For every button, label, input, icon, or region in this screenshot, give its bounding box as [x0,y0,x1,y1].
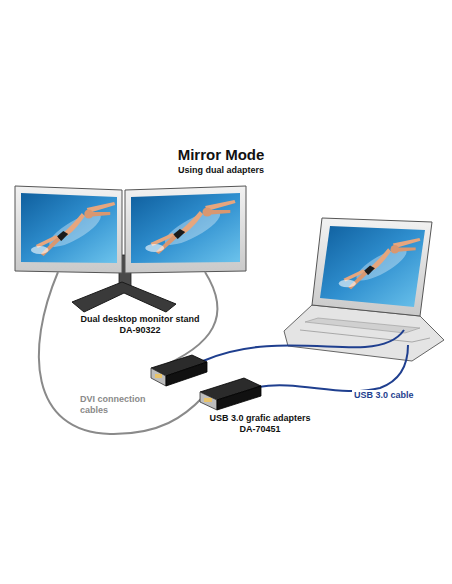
adapter-port-face [151,368,166,386]
part-label: Dual desktop monitor stand [78,314,201,325]
dvi-port [204,398,212,402]
laptop-screen [320,226,425,307]
cable-label: DVI connection cables [78,394,156,416]
part-label: USB 3.0 grafic adapters [207,413,312,424]
adapter-side [166,362,207,386]
laptop-lid [312,218,432,316]
swimmer-image [31,202,115,256]
swimmer-image [339,238,421,289]
cable-label: USB 3.0 cable [352,390,416,401]
monitor-screen [131,193,240,263]
adapter-port-face [200,392,217,410]
monitor-frame [125,186,246,273]
adapter-side [217,386,261,410]
usb-cable [203,330,404,361]
part-number: DA-70451 [237,424,282,435]
diagram-title: Mirror Mode [178,146,265,164]
stand-base [72,282,176,312]
swimmer-image [145,200,235,254]
usb-cable [258,345,408,391]
part-number: DA-90322 [117,325,162,336]
dvi-cable [39,272,203,434]
keyboard-edge [300,330,430,342]
subtitle: Using dual adapters [176,165,266,176]
monitor-screen [21,193,117,263]
monitor-frame [15,186,122,273]
dvi-port [155,374,162,378]
